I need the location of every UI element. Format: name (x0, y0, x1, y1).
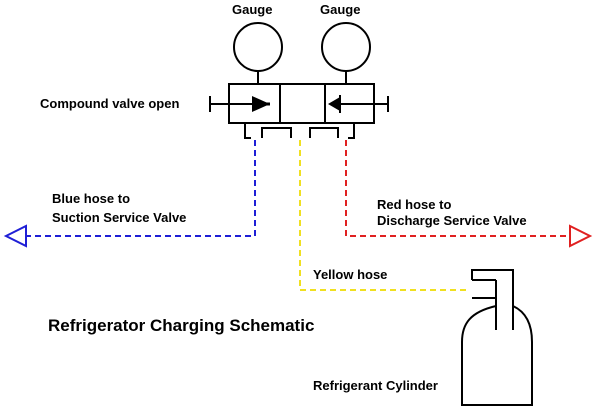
cylinder-label: Refrigerant Cylinder (313, 378, 438, 393)
yellow-hose (299, 140, 470, 291)
gauge-left (233, 22, 283, 84)
compound-valve-handle (209, 96, 270, 112)
red-hose (345, 140, 593, 248)
gauge-right-label: Gauge (320, 2, 360, 17)
red-hose-label-2: Discharge Service Valve (377, 213, 527, 228)
blue-hose-label-1: Blue hose to (52, 191, 130, 206)
gauge-left-label: Gauge (232, 2, 272, 17)
manifold (228, 83, 375, 139)
discharge-valve-handle (328, 95, 389, 113)
diagram-title: Refrigerator Charging Schematic (48, 316, 314, 335)
yellow-hose-label: Yellow hose (313, 267, 387, 282)
gauge-right (321, 22, 371, 84)
compound-valve-label: Compound valve open (40, 96, 179, 111)
blue-hose-label-2: Suction Service Valve (52, 210, 186, 225)
red-hose-label-1: Red hose to (377, 197, 451, 212)
refrigerant-cylinder (461, 269, 533, 406)
blue-hose (3, 140, 256, 248)
